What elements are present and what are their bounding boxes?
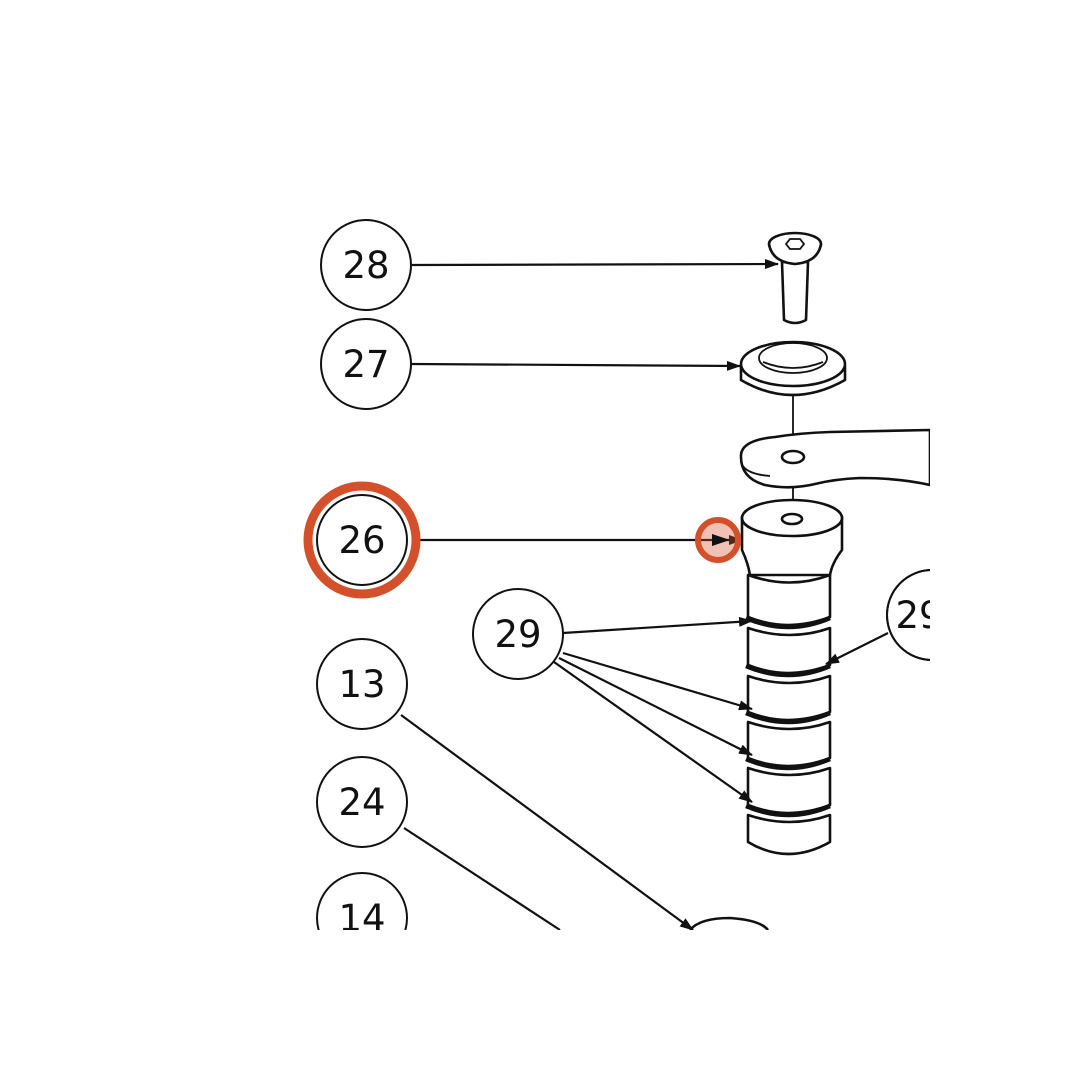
part-28-screw	[767, 231, 823, 325]
highlight-marker	[695, 517, 741, 563]
callout-26[interactable]: 26	[303, 481, 421, 599]
leader-27	[411, 360, 741, 371]
callout-28-label: 28	[342, 244, 389, 287]
callout-24[interactable]: 24	[316, 756, 408, 848]
callout-27[interactable]: 27	[320, 318, 412, 410]
leader-13	[400, 714, 694, 931]
callout-29-label: 29	[494, 613, 541, 656]
part-26-sleeve	[740, 498, 844, 584]
callout-29-right-edge	[886, 569, 930, 661]
leader-29-b	[562, 651, 753, 711]
callout-26-label: 26	[338, 519, 385, 562]
part-27-washer	[739, 340, 847, 397]
leader-28	[411, 259, 779, 270]
leader-29-c	[558, 657, 753, 756]
callout-14-label: 14	[338, 897, 385, 940]
callout-27-label: 27	[342, 343, 389, 386]
part-roller-stack	[745, 573, 832, 856]
callout-28[interactable]: 28	[320, 219, 412, 311]
part-partial-bottom	[689, 916, 770, 930]
callout-29[interactable]: 29	[472, 588, 564, 680]
callout-14[interactable]: 14	[316, 872, 408, 963]
leader-24	[403, 827, 561, 931]
leader-29-right	[825, 632, 889, 665]
leader-29-a	[562, 616, 753, 635]
callout-13-label: 13	[338, 663, 385, 706]
callout-13[interactable]: 13	[316, 638, 408, 730]
crop-mask-right	[930, 0, 1080, 1080]
leader-29-d	[553, 661, 753, 803]
part-lever-arm	[739, 428, 930, 489]
crop-mask-bottom	[0, 930, 1080, 1080]
callout-29-right-label: 29	[895, 594, 942, 637]
callout-24-label: 24	[338, 781, 385, 824]
leader-lines	[400, 259, 889, 931]
